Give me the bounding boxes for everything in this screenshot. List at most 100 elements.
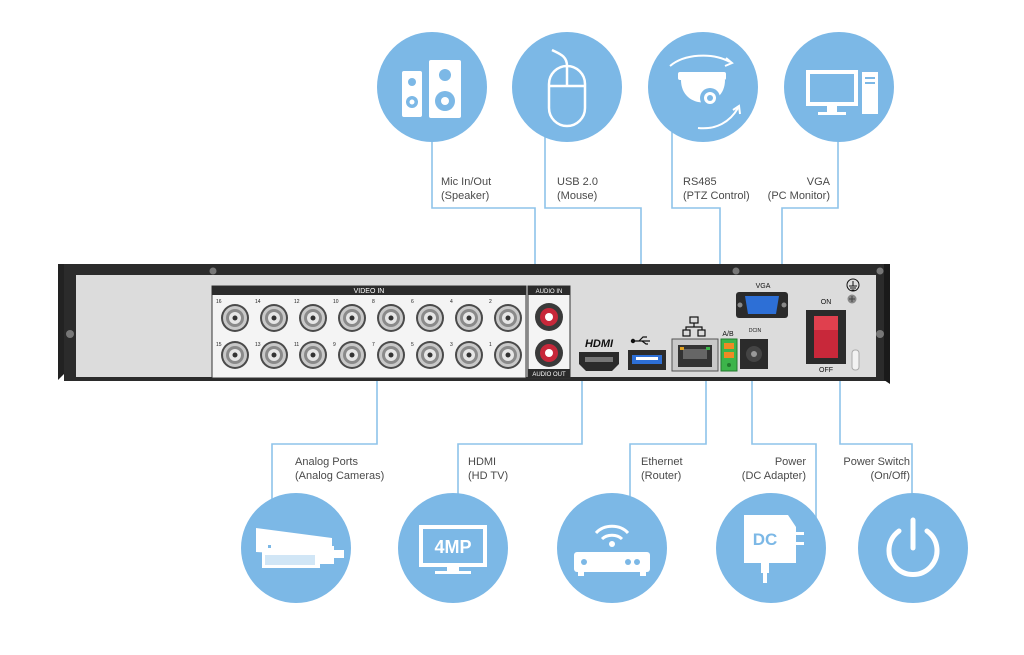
label-hdmi-line2: (HD TV) bbox=[468, 470, 509, 482]
screw bbox=[209, 267, 217, 275]
port-number-label: 16 bbox=[216, 299, 222, 305]
callout-vga bbox=[784, 32, 894, 142]
audio-out-label: AUDIO OUT bbox=[532, 372, 566, 378]
tv-4mp-icon: 4MP bbox=[419, 525, 487, 574]
bnc-row-top bbox=[221, 304, 522, 332]
dc-adapter-icon: DC bbox=[744, 515, 804, 583]
label-hdmi-line1: HDMI bbox=[468, 456, 497, 468]
ground-icon bbox=[846, 278, 860, 292]
bullet-camera-icon bbox=[256, 528, 344, 568]
label-usb: USB 2.0 (Mouse) bbox=[557, 175, 598, 203]
screw bbox=[732, 267, 740, 275]
video-in-port-12[interactable] bbox=[299, 304, 327, 332]
video-in-port-10[interactable] bbox=[338, 304, 366, 332]
port-number-label: 6 bbox=[411, 299, 414, 305]
video-in-port-2[interactable] bbox=[494, 304, 522, 332]
video-in-port-14[interactable] bbox=[260, 304, 288, 332]
label-vga: VGA (PC Monitor) bbox=[768, 175, 830, 203]
port-number-label: 11 bbox=[294, 342, 299, 348]
label-ethernet-line1: Ethernet bbox=[641, 456, 683, 468]
ground-screw bbox=[847, 294, 857, 304]
audio-in-port[interactable] bbox=[535, 303, 563, 331]
video-in-port-8[interactable] bbox=[377, 304, 405, 332]
router-icon bbox=[574, 524, 650, 576]
port-number-label: 12 bbox=[294, 299, 300, 305]
port-number-label: 14 bbox=[255, 299, 261, 305]
label-power-line2: (DC Adapter) bbox=[741, 470, 806, 482]
callout-usb bbox=[512, 32, 622, 142]
port-number-label: 3 bbox=[450, 342, 453, 348]
port-number-label: 5 bbox=[411, 342, 414, 348]
video-in-port-9[interactable] bbox=[338, 341, 366, 369]
port-number-label: 4 bbox=[450, 299, 453, 305]
label-analog-line1: Analog Ports bbox=[295, 456, 358, 468]
screw bbox=[876, 330, 884, 338]
label-analog-line2: (Analog Cameras) bbox=[295, 470, 385, 482]
mouse-icon bbox=[547, 48, 587, 128]
video-in-port-4[interactable] bbox=[455, 304, 483, 332]
dc-in-port[interactable] bbox=[740, 339, 768, 369]
video-in-port-7[interactable] bbox=[377, 341, 405, 369]
video-in-port-13[interactable] bbox=[260, 341, 288, 369]
hdmi-label: HDMI bbox=[585, 338, 614, 350]
port-number-label: 15 bbox=[216, 342, 222, 348]
label-mic-line1: Mic In/Out bbox=[441, 176, 492, 188]
callout-ethernet bbox=[557, 493, 667, 603]
label-analog: Analog Ports (Analog Cameras) bbox=[295, 455, 384, 483]
video-in-port-6[interactable] bbox=[416, 304, 444, 332]
speaker-icon bbox=[402, 60, 461, 118]
port-number-label: 10 bbox=[333, 299, 339, 305]
label-rs485-line2: (PTZ Control) bbox=[683, 190, 750, 202]
port-number-label: 2 bbox=[489, 299, 492, 305]
label-switch: Power Switch (On/Off) bbox=[843, 455, 910, 483]
leader-lines bbox=[271, 132, 913, 520]
screw bbox=[66, 330, 74, 338]
badge-4mp: 4MP bbox=[434, 537, 471, 557]
power-icon bbox=[886, 517, 940, 577]
label-power-line1: Power bbox=[774, 456, 806, 468]
audio-out-port[interactable] bbox=[535, 339, 563, 367]
screw bbox=[876, 267, 884, 275]
video-in-port-11[interactable] bbox=[299, 341, 327, 369]
label-mic-line2: (Speaker) bbox=[441, 190, 490, 202]
ptz-camera-icon bbox=[669, 54, 741, 130]
vga-port[interactable] bbox=[736, 292, 788, 318]
label-ethernet: Ethernet (Router) bbox=[641, 455, 683, 483]
usb-port[interactable] bbox=[628, 350, 666, 370]
leader-line-power bbox=[751, 368, 817, 520]
video-in-port-5[interactable] bbox=[416, 341, 444, 369]
ab-label: A/B bbox=[722, 331, 734, 338]
leader-line-ethernet bbox=[629, 368, 707, 512]
label-rs485-line1: RS485 bbox=[683, 176, 717, 188]
ground-tab bbox=[851, 349, 860, 371]
label-vga-line2: (PC Monitor) bbox=[767, 190, 830, 202]
power-switch[interactable] bbox=[806, 310, 846, 364]
video-in-port-16[interactable] bbox=[221, 304, 249, 332]
callout-mic bbox=[377, 32, 487, 142]
leader-line-hdmi bbox=[457, 372, 583, 512]
label-mic: Mic In/Out (Speaker) bbox=[441, 175, 491, 203]
hdmi-port[interactable] bbox=[579, 352, 619, 371]
label-ethernet-line2: (Router) bbox=[641, 470, 682, 482]
callout-power: DC bbox=[716, 493, 826, 603]
port-number-label: 9 bbox=[333, 342, 336, 348]
label-switch-line1: Power Switch bbox=[843, 456, 910, 468]
vga-panel-label: VGA bbox=[756, 283, 771, 290]
video-in-port-1[interactable] bbox=[494, 341, 522, 369]
callout-switch bbox=[858, 493, 968, 603]
label-usb-line1: USB 2.0 bbox=[557, 176, 598, 188]
label-power: Power (DC Adapter) bbox=[742, 455, 806, 483]
video-in-label: VIDEO IN bbox=[354, 288, 385, 295]
port-number-label: 1 bbox=[489, 342, 492, 348]
label-vga-line1: VGA bbox=[806, 176, 830, 188]
network-icon bbox=[682, 316, 706, 337]
off-label: OFF bbox=[819, 367, 833, 374]
video-in-port-3[interactable] bbox=[455, 341, 483, 369]
ethernet-port[interactable] bbox=[671, 338, 719, 372]
video-in-port-15[interactable] bbox=[221, 341, 249, 369]
label-rs485: RS485 (PTZ Control) bbox=[683, 175, 750, 203]
label-switch-line2: (On/Off) bbox=[870, 470, 910, 482]
rs485-terminal[interactable] bbox=[720, 338, 738, 372]
